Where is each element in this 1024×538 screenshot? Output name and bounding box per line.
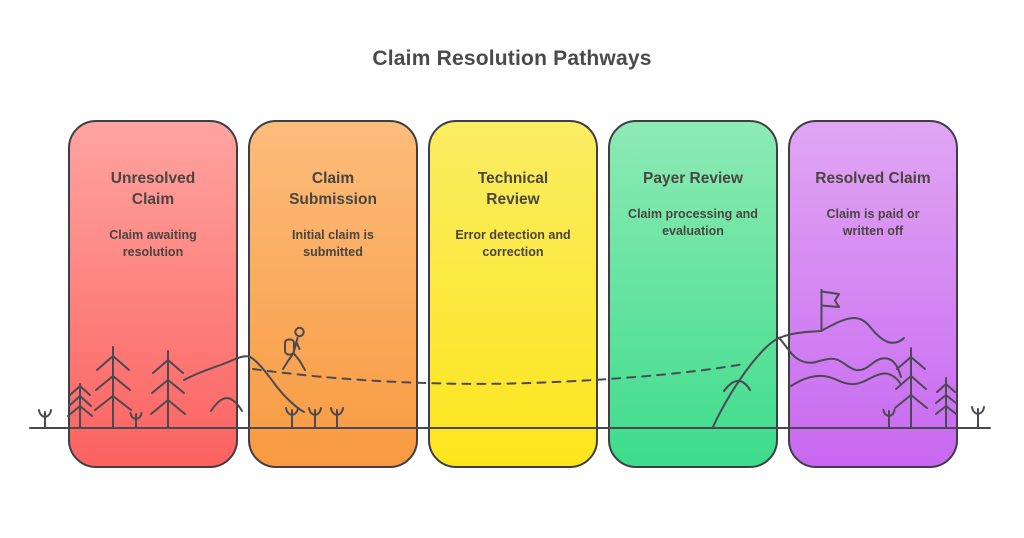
stage-title: Technical Review [477,170,549,208]
stage-description: Initial claim is submitted [292,227,374,260]
stage-title: Unresolved Claim [110,170,196,208]
stage-description: Claim awaiting resolution [109,227,197,260]
stage-title: Payer Review [643,170,743,187]
stage-card-claim-submission: Claim Submission Initial claim is submit… [248,120,418,468]
stage-card-resolved-claim: Resolved Claim Claim is paid or written … [788,120,958,468]
stage-card-technical-review: Technical Review Error detection and cor… [428,120,598,468]
page-title: Claim Resolution Pathways [372,47,652,70]
sprout-icon [38,409,52,429]
stage-description: Error detection and correction [455,227,571,260]
stage-description: Claim processing and evaluation [628,206,758,239]
stage-card-payer-review: Payer Review Claim processing and evalua… [608,120,778,468]
stage-title: Resolved Claim [815,170,931,187]
stage-card-unresolved-claim: Unresolved Claim Claim awaiting resoluti… [68,120,238,468]
sprout-icon [971,406,985,429]
stage-description: Claim is paid or written off [826,206,920,239]
stage-title: Claim Submission [289,170,377,208]
